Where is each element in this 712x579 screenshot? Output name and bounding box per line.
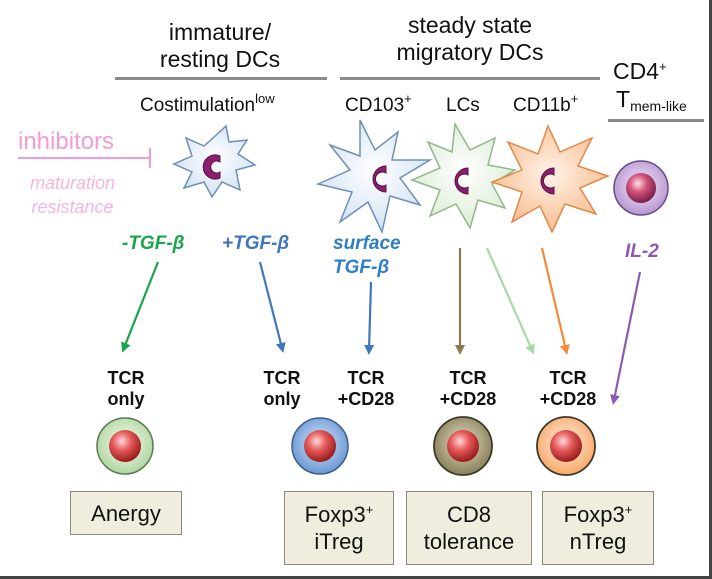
outcome-cd8-tolerance: CD8 tolerance [406,491,532,565]
header-cd4: CD4+ [613,58,667,84]
outcome-ntreg: Foxp3+ nTreg [542,491,654,565]
outcome-anergy: Anergy [70,491,182,535]
header-tmem: Tmem-like [616,86,687,114]
t-cell-itreg [291,417,349,475]
tcr-cd28-cd103: TCR+CD28 [337,368,395,409]
arrow-surface-tgf [364,281,375,355]
tcr-cd28-lcs: TCR+CD28 [439,368,497,409]
cd4-tmem-cell [613,160,669,216]
lc-cell [409,121,518,230]
header-steady-state: steady state migratory DCs [396,12,544,65]
header-rule-cd4 [608,119,704,122]
header-rule-immature [115,77,327,80]
t-cell-cd8 [433,416,493,476]
cd103-dc-cell [315,119,433,235]
arrow-il2 [610,271,642,405]
il2-label: IL-2 [625,241,659,262]
header-immature: immature/ resting DCs [159,19,281,72]
arrow-plus-tgf [258,261,286,353]
subset-cd11b: CD11b+ [513,91,579,116]
minus-tgf-beta-label: -TGF-β [122,233,185,254]
maturation-resistance-note: maturation resistance [30,173,116,217]
outcome-itreg: Foxp3+ iTreg [284,491,394,565]
subset-cd103: CD103+ [345,91,412,116]
arrow-lc-ntreg [485,247,535,355]
subset-lcs: LCs [446,95,480,116]
immature-dc-cell [172,124,257,199]
plus-tgf-beta-label: +TGF-β [222,233,290,254]
arrow-cd11b-ntreg [540,247,570,355]
header-rule-steady [340,77,600,80]
costimulation-label: Costimulationlow [140,91,275,116]
cd11b-dc-cell [489,124,611,234]
inhibitor-bar [18,148,151,168]
t-cell-ntreg [536,416,596,476]
arrow-minus-tgf [121,261,160,353]
t-cell-anergy [96,417,154,475]
inhibitors-label: inhibitors [18,128,115,155]
tcr-cd28-cd11b: TCR+CD28 [539,368,597,409]
surface-tgf-beta-label: surface TGF-β [333,233,401,278]
